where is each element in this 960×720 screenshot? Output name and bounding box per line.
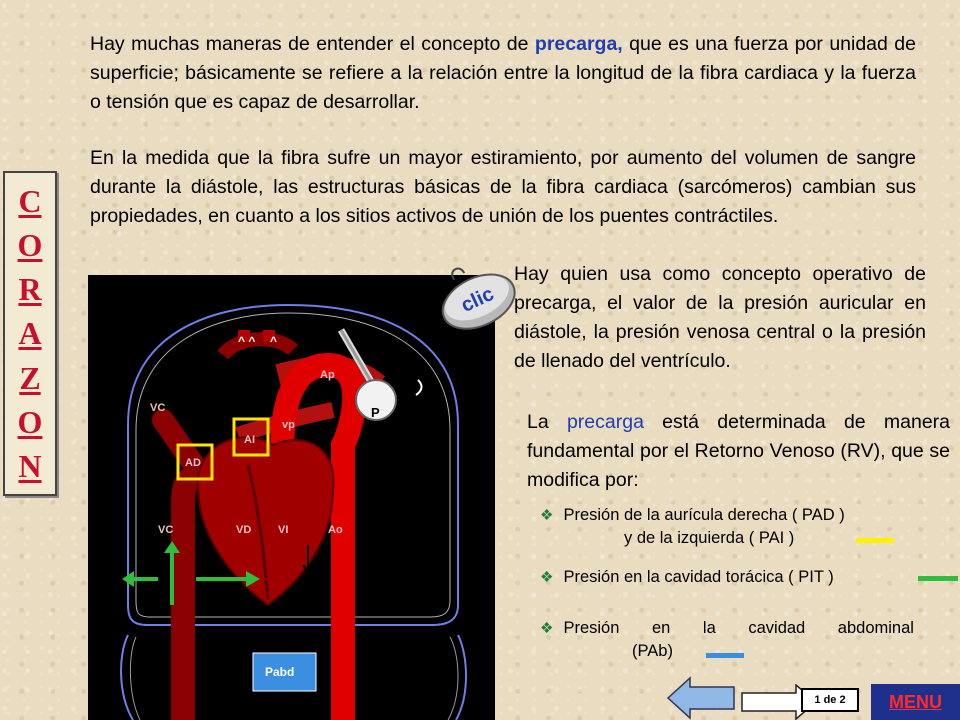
- text-segment: que es una fuerza por unidad de superfic…: [90, 33, 916, 113]
- determinants-paragraph: La precarga está determinada de manera f…: [527, 408, 950, 495]
- bullet-text: Presión en la cavidad torácica ( PIT ): [563, 568, 834, 586]
- blue-swatch: [706, 653, 744, 658]
- diamond-bullet-icon: ❖: [540, 620, 554, 637]
- title-letter: O: [17, 403, 43, 440]
- diamond-bullet-icon: ❖: [540, 507, 554, 524]
- label-ap: Ap: [320, 369, 335, 381]
- heart-body: [196, 436, 335, 607]
- label-vc-bottom: VC: [158, 524, 173, 536]
- text-segment: está determinada de manera fundamental p…: [527, 411, 950, 491]
- ad-highlight-box: [176, 443, 214, 481]
- back-arrow-button[interactable]: [666, 676, 736, 720]
- heart-circulation-diagram: ^ ^ ^ P VC Ap vp VC VD VI Ao AD AI Pabd: [88, 275, 495, 720]
- bullet-text: y de la izquierda ( PAI ): [624, 529, 795, 547]
- abdomen-outline: [120, 634, 467, 720]
- title-letter: C: [18, 183, 42, 220]
- label-pabd: Pabd: [265, 665, 294, 679]
- stretch-paragraph: En la medida que la fibra sufre un mayor…: [90, 147, 916, 227]
- title-letter: N: [18, 447, 42, 484]
- diamond-bullet-icon: ❖: [540, 569, 554, 586]
- bullet-pit: ❖ Presión en la cavidad torácica ( PIT ): [540, 566, 940, 589]
- page-indicator: 1 de 2: [801, 688, 859, 712]
- label-ai: AI: [244, 434, 255, 446]
- label-ad: AD: [185, 457, 201, 469]
- label-vp: vp: [282, 419, 295, 431]
- pabd-box: [252, 652, 317, 692]
- svg-text:^: ^: [270, 334, 277, 348]
- intro-paragraph: Hay muchas maneras de entender el concep…: [90, 30, 916, 117]
- bullet-text: (PAb): [632, 642, 673, 660]
- label-vd: VD: [236, 524, 251, 536]
- green-swatch: [918, 576, 958, 581]
- title-letter: Z: [19, 359, 41, 396]
- label-vi: VI: [278, 524, 288, 536]
- operative-concept-paragraph: Hay quien usa como concepto operativo de…: [514, 263, 926, 372]
- precarga-term: precarga: [566, 411, 644, 433]
- bullet-pab: ❖ Presión en la cavidad abdominal (PAb): [540, 617, 950, 662]
- title-letter: A: [18, 315, 42, 352]
- bullet-pad-pai: ❖Presión de la aurícula derecha ( PAD ) …: [540, 504, 950, 549]
- svg-text:P: P: [371, 405, 380, 420]
- precarga-term: precarga,: [534, 33, 623, 55]
- ai-highlight-box: [232, 417, 270, 457]
- menu-button[interactable]: MENU: [871, 684, 960, 720]
- text-segment: La: [527, 411, 567, 433]
- corazon-side-title[interactable]: C O R A Z O N: [3, 171, 57, 496]
- thorax-outline: [127, 303, 459, 626]
- bullet-text: Presión de la aurícula derecha ( PAD ): [563, 506, 845, 524]
- bullet-text: Presión en la cavidad abdominal: [563, 619, 914, 637]
- svg-text:^ ^: ^ ^: [238, 334, 255, 348]
- text-segment: Hay muchas maneras de entender el concep…: [90, 33, 535, 55]
- pump-p: [355, 379, 397, 421]
- yellow-swatch: [856, 538, 894, 543]
- label-ao: Ao: [328, 524, 343, 536]
- title-letter: R: [18, 271, 42, 308]
- label-vc-top: VC: [150, 402, 165, 414]
- clic-button[interactable]: clic: [432, 262, 522, 334]
- title-letter: O: [17, 227, 43, 264]
- aorta: [270, 352, 367, 720]
